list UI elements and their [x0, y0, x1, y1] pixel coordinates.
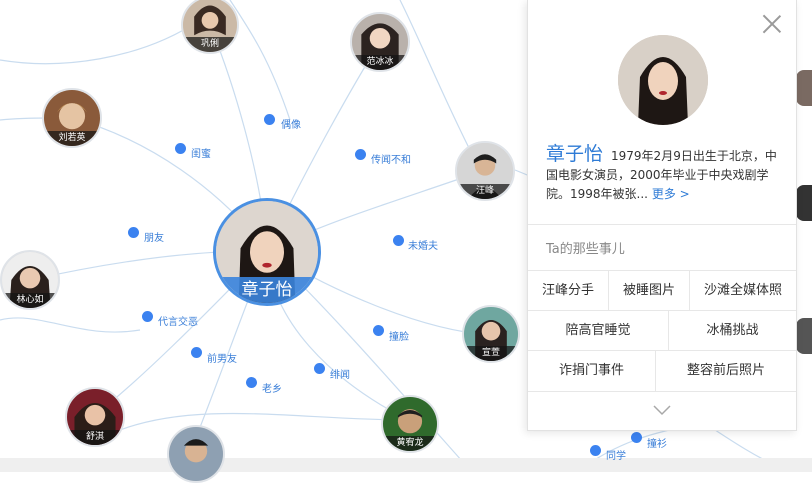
story-tag[interactable]: 陪高官睡觉	[565, 323, 631, 338]
relation-dot	[264, 114, 275, 125]
relation-label[interactable]: 传闻不和	[371, 155, 411, 166]
story-tag[interactable]: 沙滩全媒体照	[689, 271, 796, 311]
offscreen-node-edge[interactable]	[796, 185, 812, 221]
more-link[interactable]: 更多 >	[651, 187, 690, 201]
relation-label[interactable]: 老乡	[262, 384, 282, 395]
relation-dot	[355, 149, 366, 160]
relation-dot	[393, 235, 404, 246]
person-name: 黄宥龙	[383, 436, 437, 451]
relation-label[interactable]: 偶像	[281, 120, 301, 131]
close-icon[interactable]	[762, 14, 782, 34]
relation-label[interactable]: 撞衫	[647, 439, 667, 450]
story-tag[interactable]: 汪峰分手	[541, 283, 594, 298]
relation-label[interactable]: 前男友	[207, 354, 237, 365]
avatar-image	[44, 90, 100, 146]
person-node-gongli[interactable]: 巩俐	[181, 0, 239, 54]
relation-label[interactable]: 撞脸	[389, 332, 409, 343]
relation-dot	[142, 311, 153, 322]
relation-label[interactable]: 绯闻	[330, 370, 350, 381]
person-name: 汪峰	[457, 184, 513, 199]
person-node-shuqi[interactable]: 舒淇	[65, 387, 125, 447]
relation-label[interactable]: 代言交恶	[158, 317, 198, 328]
person-node-huangbo[interactable]: 黄宥龙	[381, 395, 439, 453]
relation-dot	[175, 143, 186, 154]
person-name: 舒淇	[67, 430, 123, 445]
person-name: 巩俐	[183, 37, 237, 52]
relation-label[interactable]: 未婚夫	[408, 241, 438, 252]
relation-dot	[631, 432, 642, 443]
person-node-liuruoying[interactable]: 刘若英	[42, 88, 102, 148]
story-tag[interactable]: 诈捐门事件	[558, 363, 624, 378]
avatar-image	[618, 35, 708, 125]
relation-label[interactable]: 朋友	[144, 233, 164, 244]
section-title: Ta的那些事儿	[546, 242, 625, 257]
panel-person-name: 章子怡	[546, 143, 604, 165]
divider	[528, 224, 796, 225]
relation-label[interactable]: 同学	[606, 451, 626, 462]
person-name: 范冰冰	[352, 55, 408, 70]
relation-dot	[314, 363, 325, 374]
story-tag[interactable]: 冰桶挑战	[668, 311, 796, 351]
tag-row: 汪峰分手 被睡图片 沙滩全媒体照	[528, 270, 796, 311]
person-name: 宣萱	[464, 346, 518, 361]
chevron-down-icon[interactable]	[652, 403, 672, 417]
center-person-name: 章子怡	[216, 277, 318, 303]
person-node-wangfeng[interactable]: 汪峰	[455, 141, 515, 201]
story-tag[interactable]: 整容前后照片	[655, 351, 796, 391]
bio-text: 1979年2月9日出生于北京，中国电影女演员，2000年毕业于中央戏剧学院。19…	[546, 149, 777, 201]
story-tag[interactable]: 被睡图片	[608, 271, 689, 311]
person-node-fanbingbing[interactable]: 范冰冰	[350, 12, 410, 72]
person-node-partial[interactable]	[167, 425, 225, 483]
center-person-node[interactable]: 章子怡	[213, 198, 321, 306]
relation-label[interactable]: 闺蜜	[191, 149, 211, 160]
offscreen-node-edge[interactable]	[796, 70, 812, 106]
person-name: 林心如	[2, 293, 58, 308]
relation-dot	[128, 227, 139, 238]
relation-dot	[590, 445, 601, 456]
avatar-image	[169, 427, 223, 481]
panel-avatar	[618, 35, 708, 125]
tag-row: 陪高官睡觉 冰桶挑战	[528, 310, 796, 351]
tag-row: 诈捐门事件 整容前后照片	[528, 350, 796, 392]
person-node-linxinru[interactable]: 林心如	[0, 250, 60, 310]
offscreen-node-edge[interactable]	[796, 318, 812, 354]
person-name: 刘若英	[44, 131, 100, 146]
relation-dot	[246, 377, 257, 388]
person-node-qihao[interactable]: 宣萱	[462, 305, 520, 363]
relation-dot	[191, 347, 202, 358]
relation-dot	[373, 325, 384, 336]
page-bottom-strip	[0, 458, 812, 472]
